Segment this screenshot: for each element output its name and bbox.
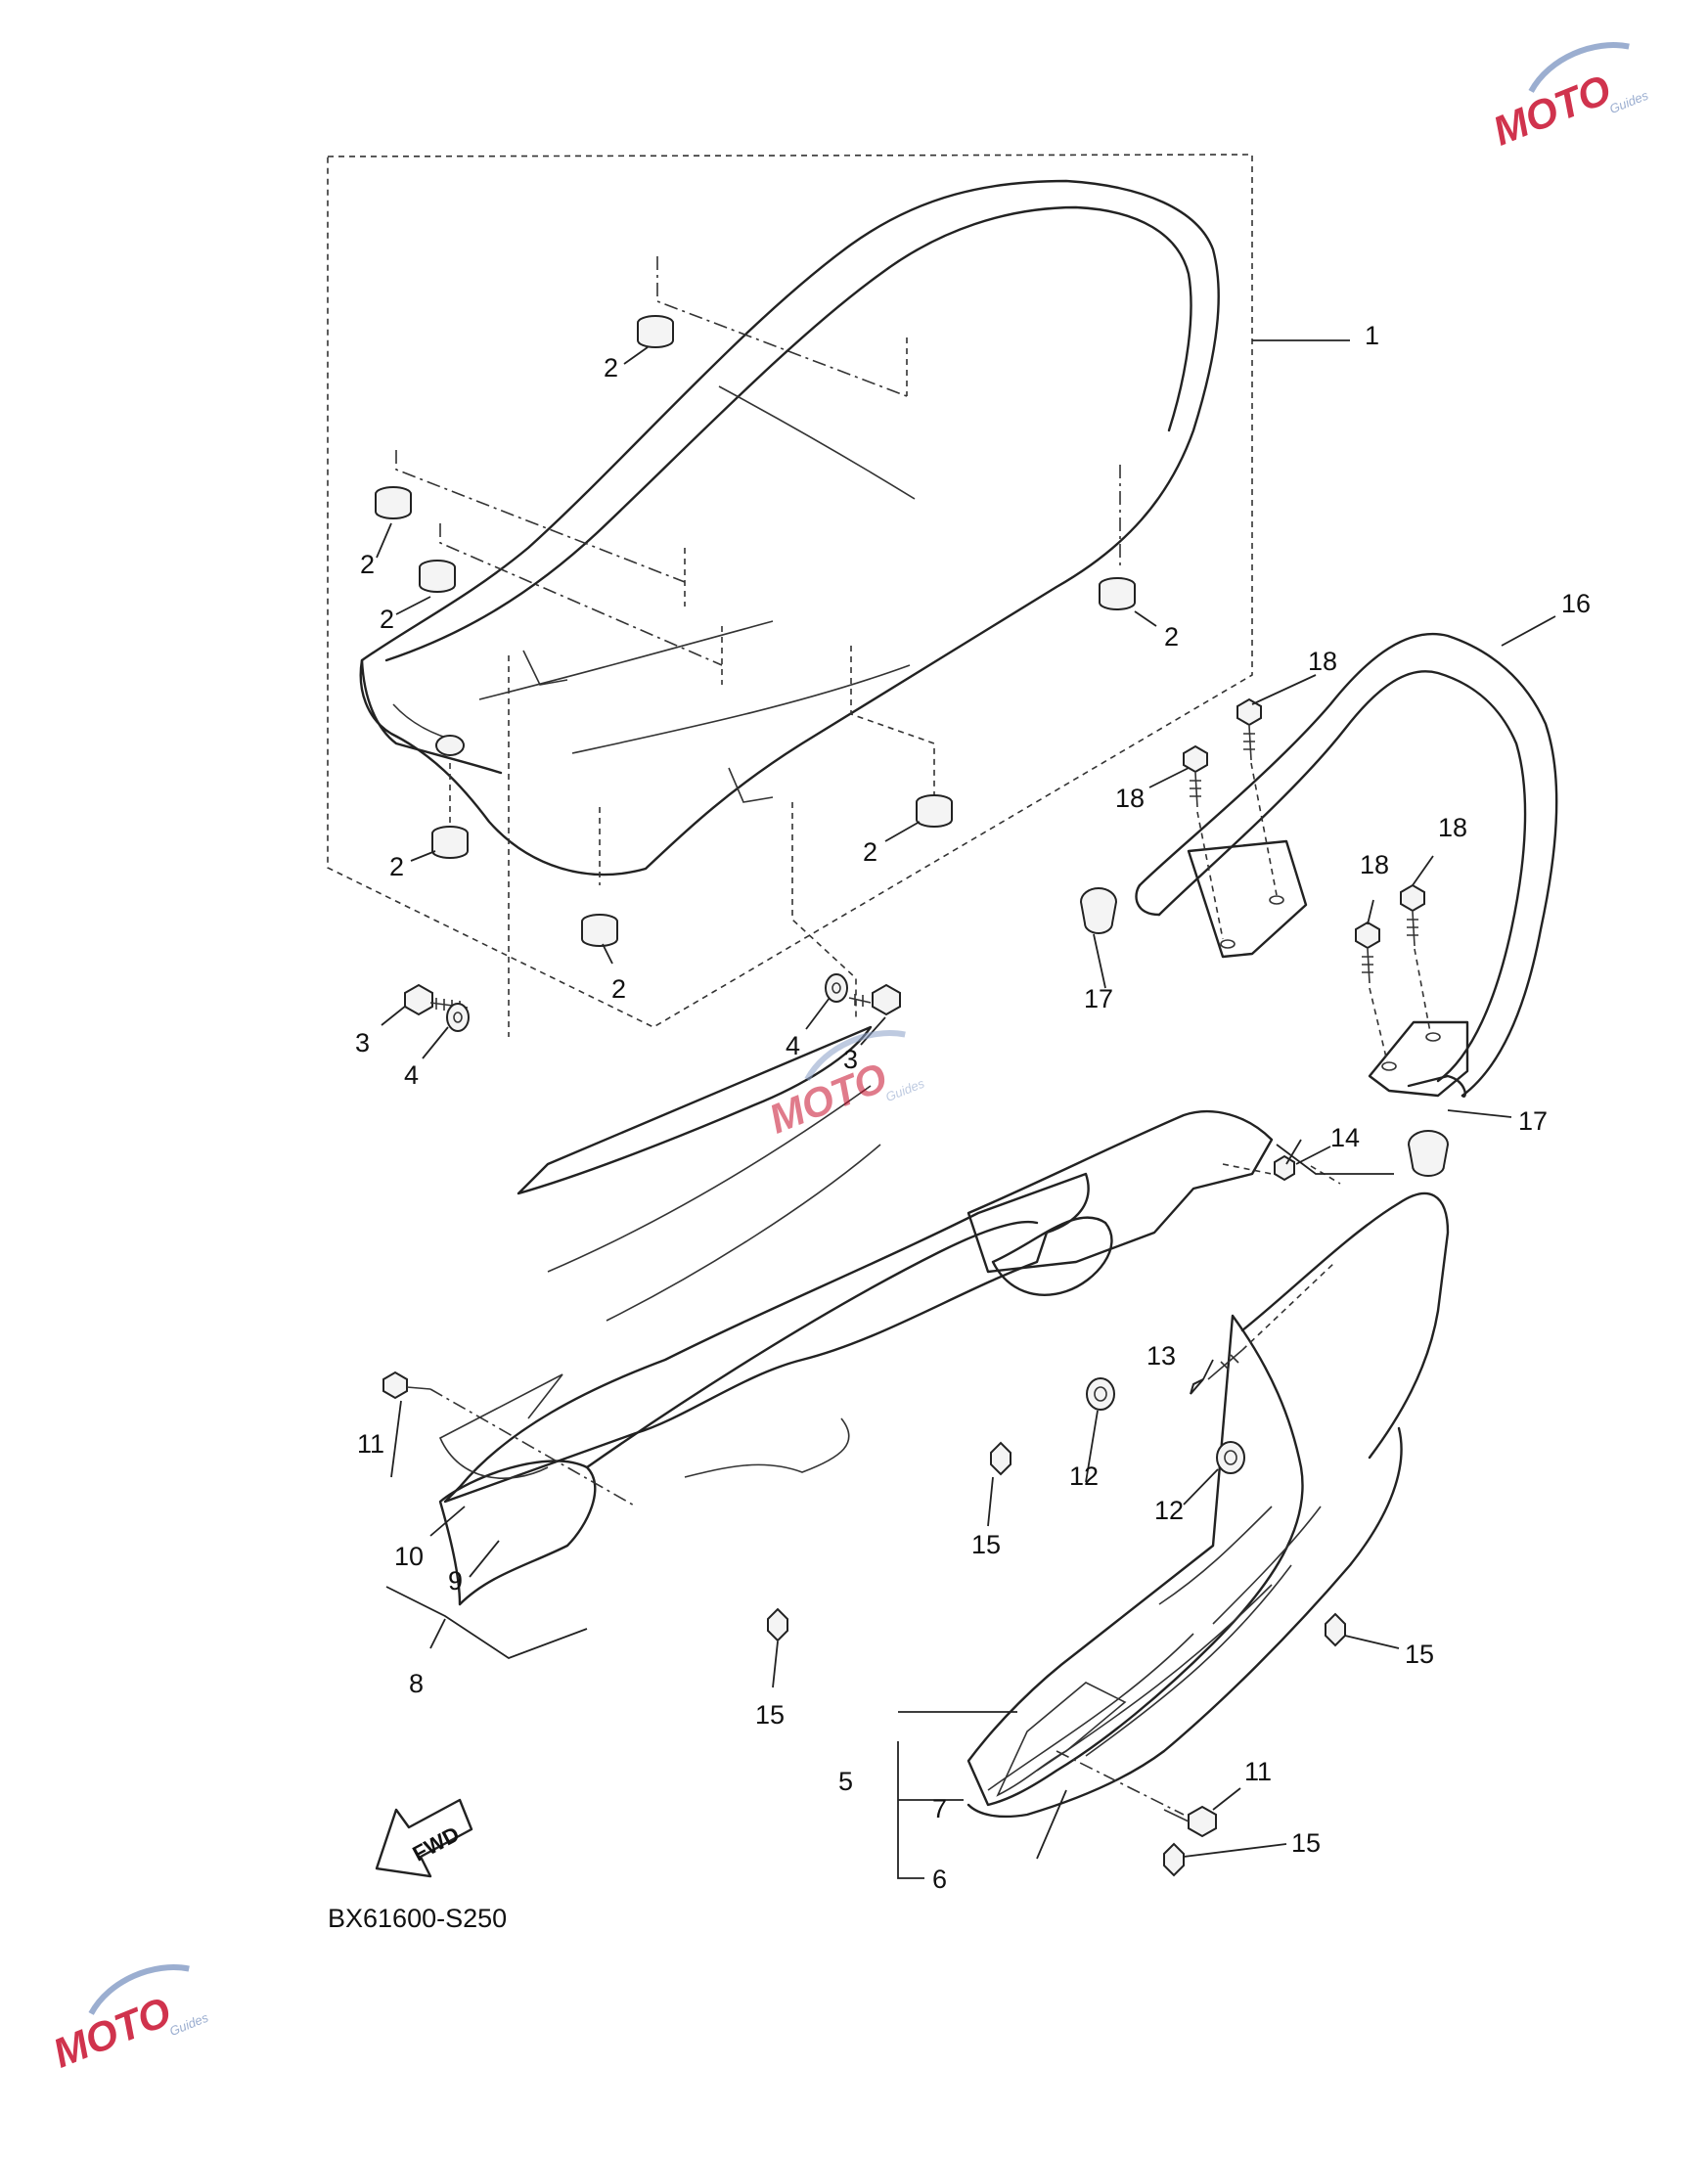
grab-bar-bolts (1183, 697, 1431, 1062)
tail-cover (966, 1109, 1450, 1819)
callout-15: 15 (755, 1700, 785, 1730)
callout-15: 15 (971, 1530, 1001, 1559)
grab-bar (1135, 632, 1558, 1098)
callout-12: 12 (1069, 1461, 1099, 1491)
callout-2: 2 (360, 550, 375, 579)
svg-text:Guides: Guides (1607, 87, 1650, 116)
svg-text:Guides: Guides (167, 2009, 210, 2039)
forward-arrow: FWD (375, 1798, 473, 1878)
callout-17: 17 (1084, 984, 1113, 1013)
callout-2: 2 (863, 837, 877, 867)
callout-14: 14 (1330, 1123, 1360, 1152)
callout-10: 10 (394, 1542, 424, 1571)
callout-12: 12 (1154, 1496, 1184, 1525)
leader-lines (376, 339, 1556, 1879)
callout-3: 3 (355, 1028, 370, 1057)
callout-18: 18 (1360, 850, 1389, 879)
callout-2: 2 (611, 974, 626, 1004)
callout-18: 18 (1115, 784, 1145, 813)
callout-17: 17 (1518, 1106, 1548, 1136)
side-cover-left (438, 1025, 1090, 1606)
damper (637, 315, 674, 348)
damper-set (375, 315, 1136, 947)
watermark-bottom-left: MOTO Guides (47, 1964, 210, 2077)
damper (1099, 577, 1136, 610)
callout-15: 15 (1405, 1640, 1434, 1669)
callout-6: 6 (932, 1865, 947, 1894)
callout-4: 4 (786, 1031, 800, 1060)
damper (581, 914, 618, 947)
callout-2: 2 (380, 605, 394, 634)
seat-locator-lines (395, 256, 1121, 666)
svg-text:Guides: Guides (883, 1075, 926, 1104)
seat (359, 179, 1220, 877)
damper (375, 486, 412, 519)
svg-text:MOTO: MOTO (1487, 66, 1618, 154)
callout-2: 2 (604, 353, 618, 382)
callout-labels: 1 2 2 2 2 2 2 2 3 3 4 4 5 6 7 8 9 10 11 … (355, 321, 1591, 1894)
fwd-label: FWD (409, 1821, 464, 1866)
callout-11: 11 (1244, 1757, 1272, 1786)
callout-2: 2 (1164, 622, 1179, 652)
seat-mount-bolts (404, 973, 901, 1032)
seat-hidden-lines (508, 337, 935, 1037)
drawing-code: BX61600-S250 (328, 1904, 507, 1933)
damper (419, 560, 456, 593)
callout-16: 16 (1561, 589, 1591, 618)
damper (431, 826, 469, 859)
callout-18: 18 (1308, 647, 1337, 676)
callout-9: 9 (448, 1566, 463, 1596)
callout-13: 13 (1146, 1341, 1176, 1371)
callout-2: 2 (389, 852, 404, 881)
callout-4: 4 (404, 1060, 419, 1090)
cover-hardware (382, 1154, 1346, 1877)
end-caps (1079, 887, 1450, 1177)
seat-assembly-boundary (327, 154, 1253, 1028)
callout-11: 11 (357, 1429, 384, 1459)
callout-8: 8 (409, 1669, 424, 1698)
svg-text:MOTO: MOTO (47, 1988, 178, 2076)
callout-3: 3 (843, 1045, 858, 1074)
callout-7: 7 (932, 1794, 947, 1823)
watermark-top-right: MOTO Guides (1487, 42, 1650, 155)
callout-15: 15 (1291, 1828, 1321, 1858)
callout-1: 1 (1365, 321, 1379, 350)
damper (916, 794, 953, 828)
callout-5: 5 (838, 1767, 853, 1796)
callout-18: 18 (1438, 813, 1467, 842)
